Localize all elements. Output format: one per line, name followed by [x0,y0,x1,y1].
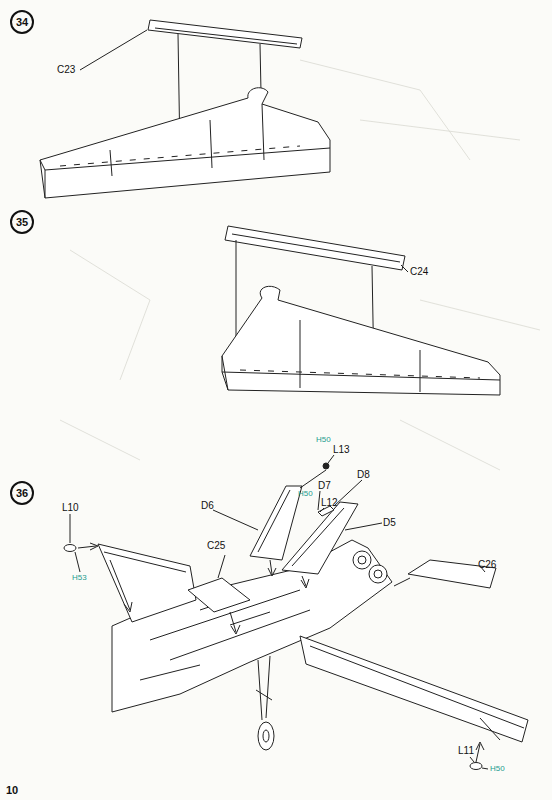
step-number-circle: 34 [10,10,34,34]
step-number-circle: 35 [10,210,34,234]
paint-code: H53 [72,574,87,583]
paint-code: H50 [298,490,313,499]
step-number: 34 [16,16,28,28]
part-number: C25 [207,540,225,551]
part-number: C23 [57,64,75,75]
part-number: C26 [478,559,496,570]
part-number: L10 [62,502,79,513]
part-number: L11 [458,745,474,756]
part-number: D5 [383,517,396,528]
paint-code: H50 [490,765,505,774]
part-number: D6 [201,500,214,511]
step-number: 35 [16,216,28,228]
step-number: 36 [16,487,28,499]
step-number-circle: 36 [10,481,34,505]
page-number: 10 [6,784,18,796]
part-number: L12 [321,497,338,508]
paint-code: H50 [316,436,331,445]
part-number: L13 [333,444,350,455]
part-number: C24 [410,266,428,277]
part-number: D8 [357,469,370,480]
part-number: D7 [318,480,331,491]
